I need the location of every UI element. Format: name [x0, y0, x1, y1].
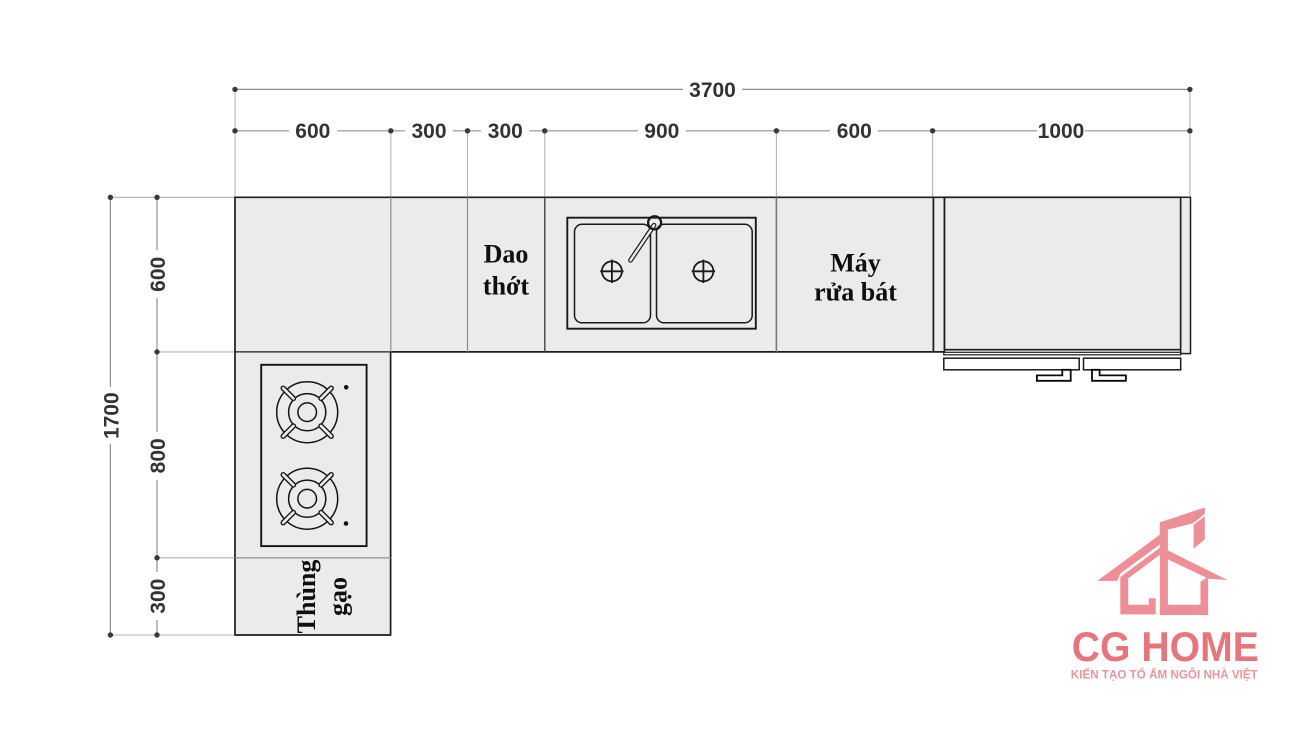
svg-text:600: 600: [295, 120, 330, 143]
svg-text:300: 300: [488, 120, 523, 143]
svg-text:600: 600: [837, 120, 872, 143]
svg-text:KIẾN TẠO TỔ ẤM NGÔI NHÀ VIỆT: KIẾN TẠO TỔ ẤM NGÔI NHÀ VIỆT: [1071, 669, 1258, 682]
svg-text:1000: 1000: [1038, 120, 1085, 143]
svg-text:600: 600: [147, 257, 170, 292]
svg-text:300: 300: [147, 579, 170, 614]
svg-text:Thùng: Thùng: [292, 560, 321, 634]
svg-text:rửa bát: rửa bát: [814, 278, 897, 307]
svg-text:3700: 3700: [689, 79, 736, 102]
svg-text:Máy: Máy: [830, 248, 881, 277]
svg-text:900: 900: [644, 120, 679, 143]
svg-text:Dao: Dao: [484, 240, 529, 269]
svg-text:1700: 1700: [101, 392, 124, 439]
svg-text:300: 300: [411, 120, 446, 143]
svg-text:gạo: gạo: [324, 577, 353, 616]
svg-text:800: 800: [147, 438, 170, 473]
svg-text:CG HOME: CG HOME: [1072, 623, 1259, 670]
svg-text:thớt: thớt: [483, 272, 530, 301]
